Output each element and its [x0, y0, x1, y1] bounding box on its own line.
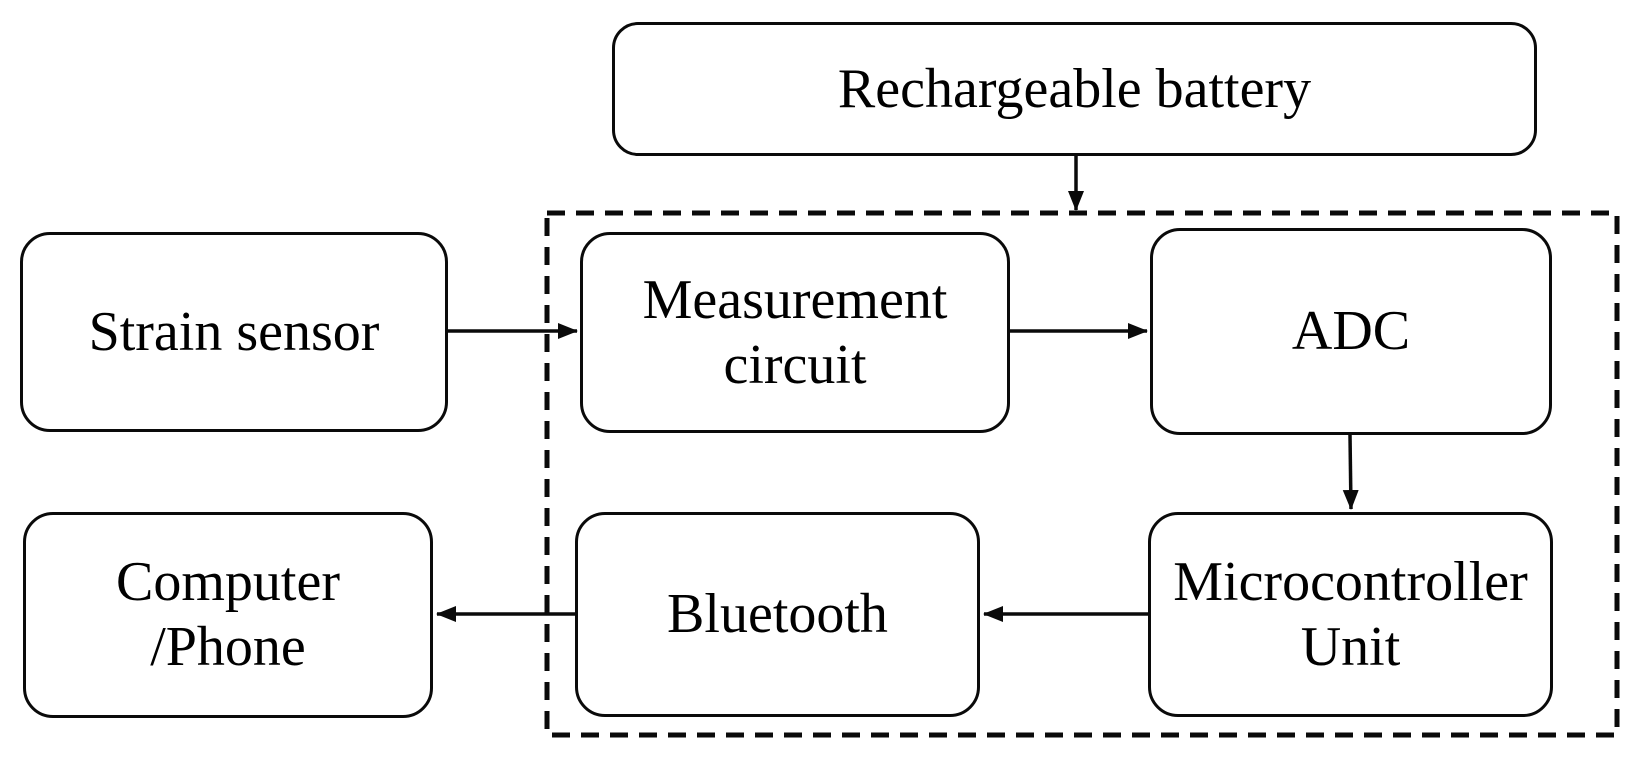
node-bluetooth: Bluetooth — [575, 512, 980, 717]
node-computer-phone: Computer /Phone — [23, 512, 433, 718]
node-label: Unit — [1300, 615, 1401, 678]
node-label: Bluetooth — [667, 583, 888, 646]
node-label: /Phone — [150, 616, 306, 678]
node-label: Rechargeable battery — [837, 57, 1312, 120]
node-rechargeable-battery: Rechargeable battery — [612, 22, 1537, 156]
node-adc: ADC — [1150, 228, 1552, 435]
arrow-adc-to-microcontroller — [1342, 434, 1359, 510]
node-label: circuit — [723, 333, 867, 396]
dashed-module-boundary — [544, 210, 1620, 738]
node-label: Strain sensor — [88, 300, 380, 363]
node-measurement-circuit: Measurement circuit — [580, 232, 1010, 433]
node-label: ADC — [1291, 300, 1411, 363]
node-microcontroller-unit: Microcontroller Unit — [1148, 512, 1553, 717]
node-label: Microcontroller — [1173, 550, 1528, 613]
node-label: Measurement — [642, 268, 948, 331]
node-label: Computer — [116, 551, 340, 614]
node-strain-sensor: Strain sensor — [20, 232, 448, 432]
